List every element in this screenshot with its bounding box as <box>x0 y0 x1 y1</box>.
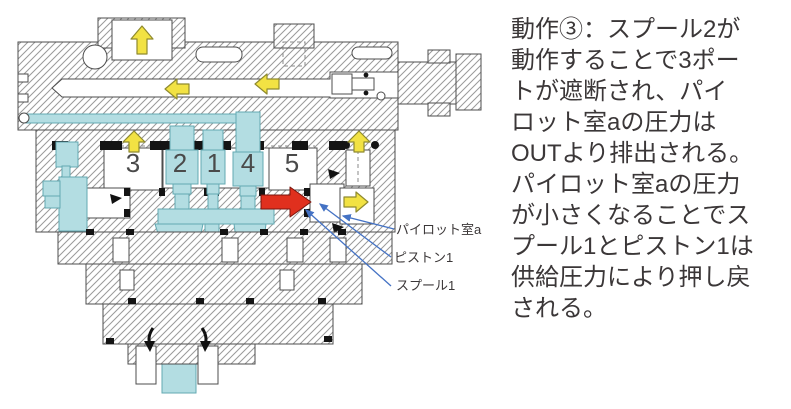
corner-mark <box>332 223 344 233</box>
pilot-chamber-a <box>309 183 345 223</box>
flow-right-arrow-out <box>343 191 369 213</box>
bolt-hole <box>82 44 108 70</box>
hidden-port-outline <box>282 41 306 67</box>
leader-lines <box>305 203 395 287</box>
flow-left-arrow-upper-2 <box>254 73 280 95</box>
description-line: 供給圧力により押し戻 <box>511 264 751 291</box>
seal-dot <box>363 90 369 96</box>
description-line: 動作③：スプール2が <box>511 16 741 43</box>
chamber-3 <box>103 147 163 191</box>
slot-hole <box>195 46 243 63</box>
spool-4-column <box>232 111 264 197</box>
left-plug-notch <box>17 93 29 103</box>
description-line: ロット室aの圧力は <box>511 109 717 136</box>
left-plug-notch <box>17 73 29 83</box>
chamber-number-2: 2 <box>173 148 187 178</box>
chamber-number-1: 1 <box>207 148 221 178</box>
pilot-passage <box>18 112 239 124</box>
slot <box>221 237 239 263</box>
description-line: プール1とピストン1は <box>511 233 754 260</box>
description-line: が小さくなることでス <box>511 202 751 229</box>
operation-description: 動作③：スプール2が 動作することで3ポー トが遮断され、パイ ロット室aの圧力… <box>511 14 787 324</box>
seal-dot <box>363 72 369 78</box>
flow-up-arrow-chamber3 <box>122 130 146 153</box>
slot <box>119 269 135 291</box>
label-pilot-chamber-a: パイロット室a <box>396 222 482 237</box>
retainer-left <box>135 345 157 385</box>
flow-up-arrow-right <box>347 130 371 153</box>
description-line: パイロット室aの圧力 <box>511 171 741 198</box>
chamber-5 <box>268 147 318 191</box>
spool-2 <box>165 125 199 195</box>
lower-stepped-body <box>57 229 393 385</box>
left-poppet <box>42 141 88 232</box>
corner-mark <box>328 169 340 179</box>
chamber-number-4: 4 <box>241 148 255 178</box>
slot-hole-right <box>351 46 393 60</box>
retainer-right <box>197 345 219 385</box>
lower-gallery <box>157 193 275 225</box>
chamber-number-5: 5 <box>285 148 299 178</box>
label-piston-1: ピストン1 <box>394 250 453 265</box>
slot <box>279 269 295 291</box>
label-spool-1: スプール1 <box>396 278 455 293</box>
upper-housing <box>17 17 399 131</box>
corner-mark <box>110 194 122 204</box>
description-line: トが遮断され、パイ <box>511 78 728 105</box>
description-line: される。 <box>511 295 607 322</box>
chamber-number-3: 3 <box>126 148 140 178</box>
spool-push-back-red-arrow <box>260 186 312 218</box>
description-line: 動作することで3ポー <box>511 47 740 74</box>
spool2-stem <box>351 77 375 91</box>
valve-cross-section-diagram: 3 2 1 4 5 パイロット室a ピストン1 スプール1 <box>17 17 482 394</box>
description-line: OUTより排出される。 <box>511 140 754 167</box>
pin <box>18 112 30 124</box>
right-fitting <box>397 49 482 117</box>
flow-up-arrow-top-port <box>130 25 154 55</box>
ball <box>376 91 386 101</box>
bottom-flow-arrows <box>144 327 211 352</box>
slot <box>112 237 130 263</box>
flow-left-arrow-upper-1 <box>164 78 190 100</box>
spool2-body <box>331 73 353 95</box>
slot <box>329 237 347 263</box>
slot <box>286 237 304 263</box>
spool-1-column <box>200 129 226 195</box>
